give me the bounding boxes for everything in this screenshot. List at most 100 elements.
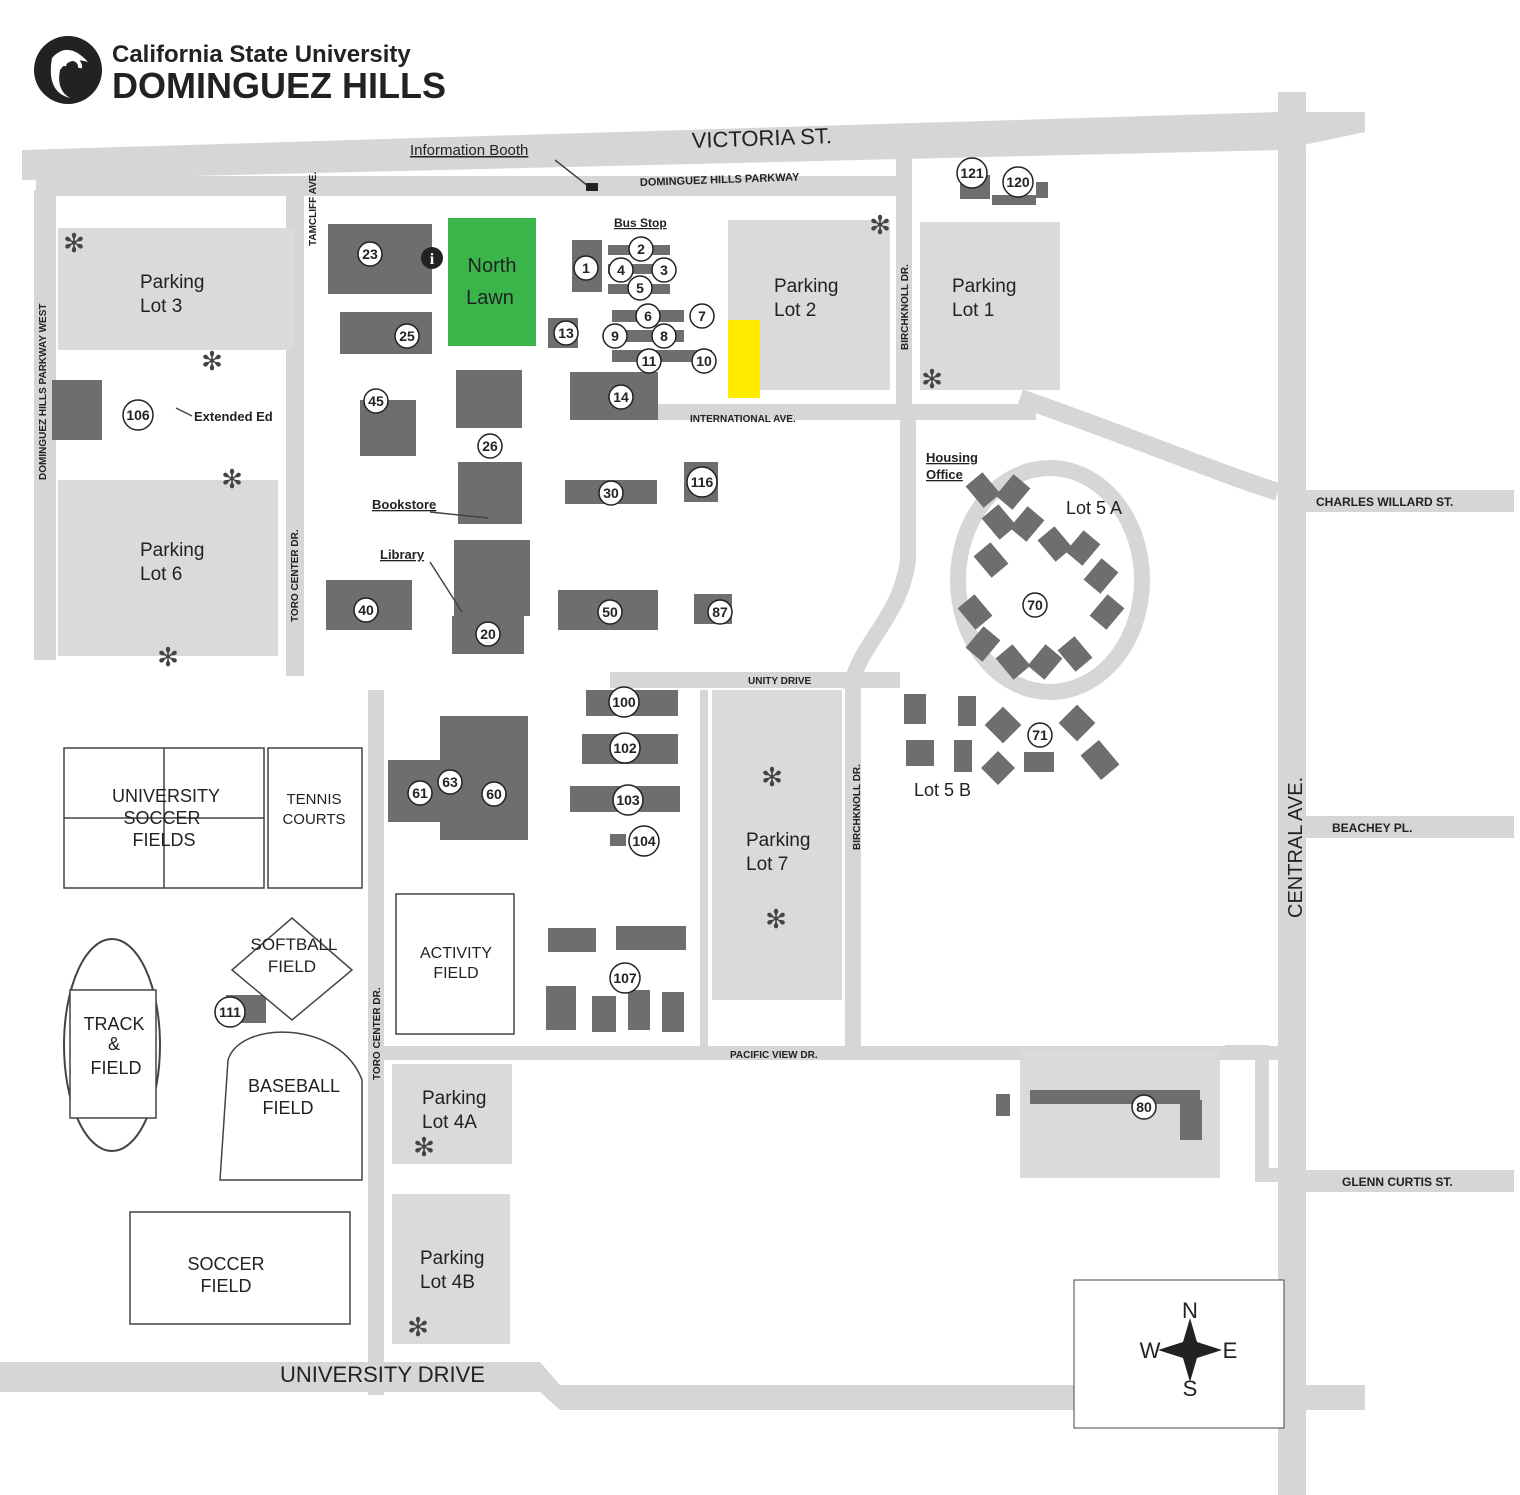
building-marker-63[interactable]: 63 bbox=[437, 769, 463, 795]
street-dh-parkway: DOMINGUEZ HILLS PARKWAY bbox=[640, 171, 800, 189]
building-marker-60[interactable]: 60 bbox=[481, 781, 507, 807]
building-number: 23 bbox=[362, 246, 378, 262]
bookstore-leader bbox=[429, 511, 489, 519]
svg-text:✻: ✻ bbox=[921, 365, 943, 395]
building-marker-23[interactable]: 23 bbox=[357, 241, 383, 267]
univ-soccer-l3: FIELDS bbox=[132, 830, 195, 850]
building-marker-8[interactable]: 8 bbox=[651, 323, 677, 349]
building-marker-103[interactable]: 103 bbox=[612, 784, 644, 816]
building-number: 30 bbox=[603, 485, 619, 501]
street-unity: UNITY DRIVE bbox=[748, 676, 811, 687]
building-marker-40[interactable]: 40 bbox=[353, 597, 379, 623]
building-marker-9[interactable]: 9 bbox=[602, 323, 628, 349]
lot4b-area bbox=[392, 1194, 510, 1344]
building-marker-100[interactable]: 100 bbox=[608, 686, 640, 718]
building-marker-4[interactable]: 4 bbox=[608, 257, 634, 283]
building-marker-45[interactable]: 45 bbox=[363, 388, 389, 414]
building-number: 9 bbox=[611, 328, 619, 344]
building-marker-circle bbox=[481, 781, 507, 807]
building-marker-3[interactable]: 3 bbox=[651, 257, 677, 283]
building-number: 80 bbox=[1136, 1099, 1152, 1115]
building-marker-7[interactable]: 7 bbox=[689, 303, 715, 329]
building-marker-6[interactable]: 6 bbox=[635, 303, 661, 329]
building-marker-120[interactable]: 120 bbox=[1002, 166, 1034, 198]
building-marker-116[interactable]: 116 bbox=[686, 466, 718, 498]
housing-label1: Housing bbox=[926, 450, 978, 465]
svg-text:✻: ✻ bbox=[765, 905, 787, 935]
building-number: 5 bbox=[636, 280, 644, 296]
sports-facilities bbox=[63, 747, 1285, 1429]
building-marker-circle bbox=[686, 466, 718, 498]
lot6-label1: Parking bbox=[140, 540, 204, 561]
library-label: Library bbox=[380, 547, 425, 562]
lot5a-label: Lot 5 A bbox=[1066, 498, 1122, 518]
baseball-l1: BASEBALL bbox=[248, 1076, 340, 1096]
lot7-label1: Parking bbox=[746, 830, 810, 851]
building-marker-102[interactable]: 102 bbox=[609, 732, 641, 764]
lot6-label2: Lot 6 bbox=[140, 564, 182, 585]
north-lawn[interactable] bbox=[448, 218, 536, 346]
building-marker-87[interactable]: 87 bbox=[707, 599, 733, 625]
building-marker-5[interactable]: 5 bbox=[627, 275, 653, 301]
building-marker-circle bbox=[609, 732, 641, 764]
building-number: 25 bbox=[399, 328, 415, 344]
building-marker-71[interactable]: 71 bbox=[1027, 722, 1053, 748]
building-number: 120 bbox=[1006, 174, 1030, 190]
building-marker-20[interactable]: 20 bbox=[475, 621, 501, 647]
building-marker-circle bbox=[707, 599, 733, 625]
svg-text:✻: ✻ bbox=[761, 763, 783, 793]
building-marker-61[interactable]: 61 bbox=[407, 780, 433, 806]
building-marker-70[interactable]: 70 bbox=[1022, 592, 1048, 618]
building-marker-circle bbox=[353, 597, 379, 623]
building-marker-circle bbox=[689, 303, 715, 329]
parking-lots bbox=[58, 220, 1220, 1344]
building-marker-26[interactable]: 26 bbox=[477, 433, 503, 459]
activity-l2: FIELD bbox=[433, 965, 478, 982]
building-marker-106[interactable]: 106 bbox=[122, 399, 154, 431]
building-marker-14[interactable]: 14 bbox=[608, 384, 634, 410]
building-marker-30[interactable]: 30 bbox=[598, 480, 624, 506]
tennis-l2: COURTS bbox=[282, 811, 345, 828]
building-marker-circle bbox=[1027, 722, 1053, 748]
building-marker-circle bbox=[627, 275, 653, 301]
building-marker-circle bbox=[363, 388, 389, 414]
building-marker-circle bbox=[651, 257, 677, 283]
lot3-label1: Parking bbox=[140, 272, 204, 293]
building-marker-50[interactable]: 50 bbox=[597, 599, 623, 625]
lot6-area bbox=[58, 480, 278, 656]
building-marker-2[interactable]: 2 bbox=[628, 236, 654, 262]
north-lawn-label1: North bbox=[468, 255, 517, 277]
building-marker-121[interactable]: 121 bbox=[956, 157, 988, 189]
building-marker-circle bbox=[477, 433, 503, 459]
building-marker-circle bbox=[956, 157, 988, 189]
street-pacific-view: PACIFIC VIEW DR. bbox=[730, 1050, 818, 1061]
building-marker-10[interactable]: 10 bbox=[691, 348, 717, 374]
highlighted-area bbox=[728, 320, 760, 398]
building-marker-13[interactable]: 13 bbox=[553, 320, 579, 346]
building-marker-11[interactable]: 11 bbox=[636, 348, 662, 374]
street-international: INTERNATIONAL AVE. bbox=[690, 414, 796, 425]
building-marker-25[interactable]: 25 bbox=[394, 323, 420, 349]
building-marker-107[interactable]: 107 bbox=[609, 962, 641, 994]
housing-5b bbox=[904, 694, 1120, 785]
street-central-ave: CENTRAL AVE. bbox=[1285, 777, 1307, 918]
building-marker-111[interactable]: 111 bbox=[214, 996, 246, 1028]
building-marker-1[interactable]: 1 bbox=[573, 255, 599, 281]
baseball-l2: FIELD bbox=[262, 1098, 313, 1118]
info-booth-marker bbox=[586, 183, 598, 191]
lot1-label1: Parking bbox=[952, 276, 1016, 297]
soccer-l1: SOCCER bbox=[187, 1254, 264, 1274]
building-marker-104[interactable]: 104 bbox=[628, 825, 660, 857]
info-icon[interactable] bbox=[421, 247, 443, 269]
building-number: 4 bbox=[617, 262, 625, 278]
soccer-l2: FIELD bbox=[200, 1276, 251, 1296]
building-marker-circle bbox=[651, 323, 677, 349]
building-marker-80[interactable]: 80 bbox=[1131, 1094, 1157, 1120]
building-marker-circle bbox=[598, 480, 624, 506]
building-marker-circle bbox=[573, 255, 599, 281]
building-marker-circle bbox=[635, 303, 661, 329]
building-number: 107 bbox=[613, 970, 637, 986]
lot7-label2: Lot 7 bbox=[746, 854, 788, 875]
